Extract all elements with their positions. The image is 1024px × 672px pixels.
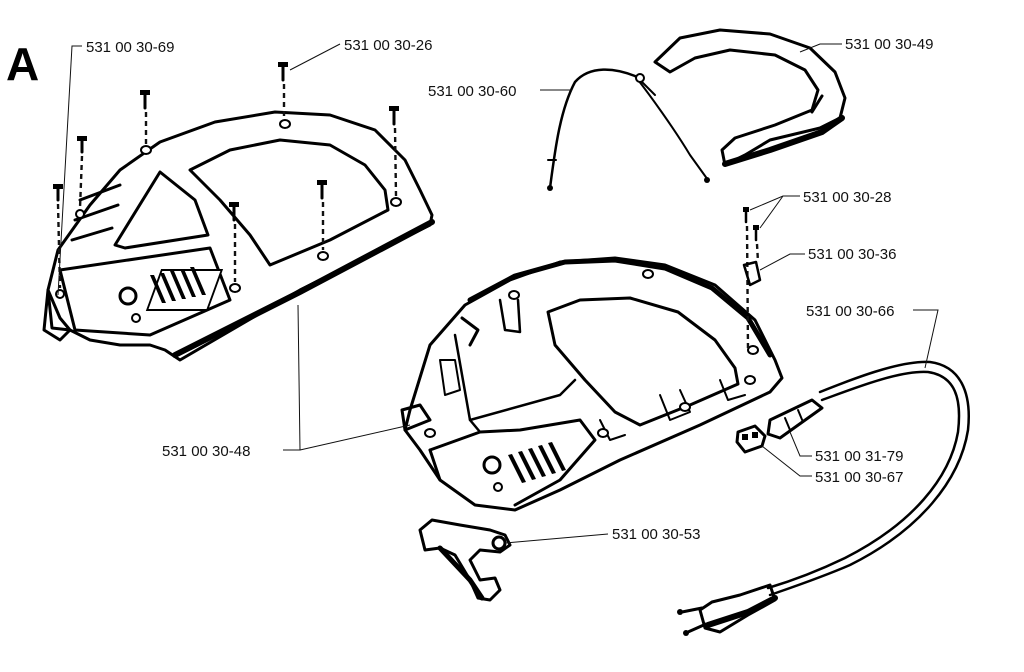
main-housing-part xyxy=(400,256,784,512)
label-531-00-30-66: 531 00 30-66 xyxy=(806,303,894,320)
switch-trigger-part xyxy=(418,518,512,602)
clamp-screws xyxy=(742,207,762,351)
label-531-00-30-69: 531 00 30-69 xyxy=(86,39,174,56)
cord-sleeve-and-connector xyxy=(735,398,824,454)
power-cord-part xyxy=(677,360,970,636)
wire-harness-part xyxy=(547,68,710,191)
leader-lines xyxy=(57,43,939,544)
label-531-00-30-49: 531 00 30-49 xyxy=(845,36,933,53)
label-531-00-30-53: 531 00 30-53 xyxy=(612,526,700,543)
label-531-00-30-60: 531 00 30-60 xyxy=(428,83,516,100)
handle-part xyxy=(653,28,847,167)
label-531-00-30-28: 531 00 30-28 xyxy=(803,189,891,206)
label-531-00-30-36: 531 00 30-36 xyxy=(808,246,896,263)
label-531-00-30-26: 531 00 30-26 xyxy=(344,37,432,54)
cover-screws xyxy=(53,62,399,289)
top-cover-part xyxy=(42,110,435,362)
label-531-00-31-79: 531 00 31-79 xyxy=(815,448,903,465)
label-531-00-30-67: 531 00 30-67 xyxy=(815,469,903,486)
section-letter: A xyxy=(6,38,39,90)
part-number-labels: 531 00 30-69 531 00 30-26 531 00 30-60 5… xyxy=(86,36,933,543)
label-531-00-30-48: 531 00 30-48 xyxy=(162,443,250,460)
